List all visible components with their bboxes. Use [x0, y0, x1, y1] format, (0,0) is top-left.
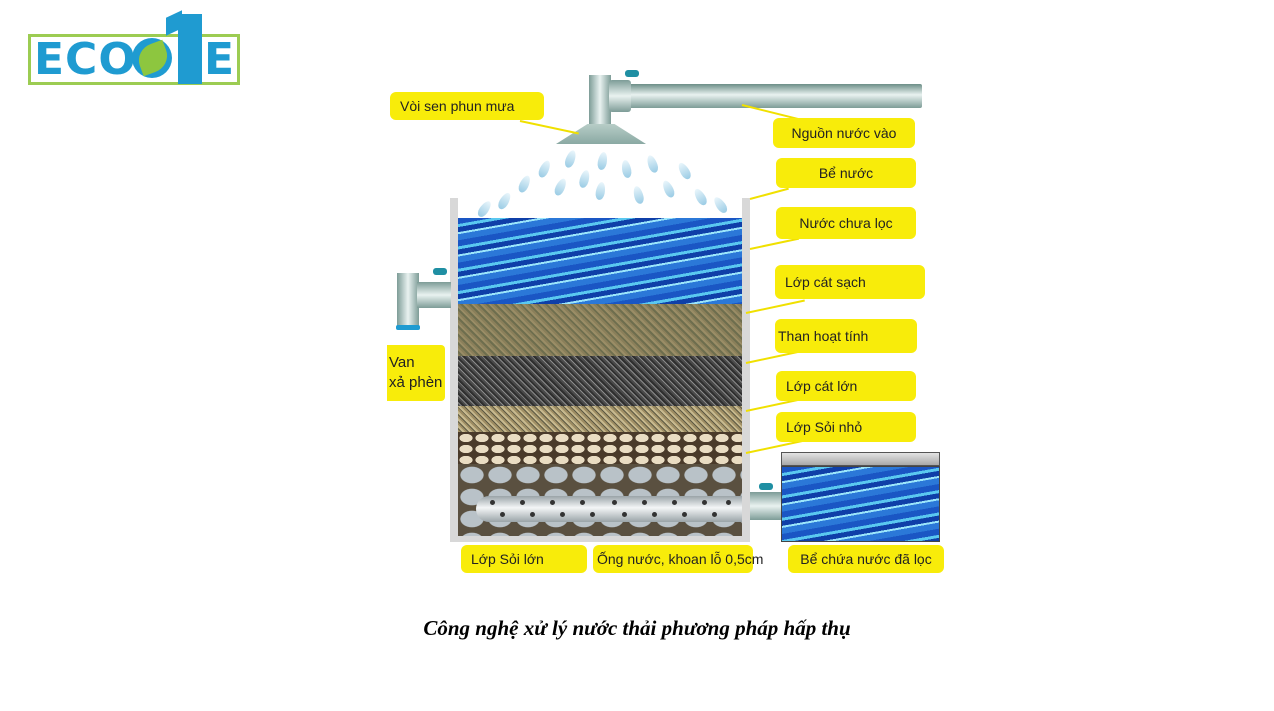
outlet-pipe [750, 492, 782, 520]
inlet-pipe [620, 84, 922, 108]
pipe-joint [609, 80, 631, 112]
unfiltered-water-layer [458, 218, 742, 304]
label-unfiltered-water: Nước chưa lọc [776, 207, 916, 239]
clean-sand-layer [458, 304, 742, 356]
label-tank: Bể nước [776, 158, 916, 188]
activated-carbon-layer [458, 356, 742, 406]
leader-line [519, 120, 579, 135]
leader-line [745, 299, 805, 314]
drain-pipe-connector [417, 282, 451, 308]
drain-pipe [397, 273, 419, 329]
label-drain-valve-line2: xả phèn [389, 374, 443, 391]
label-filtered-water-tank: Bể chứa nước đã lọc [788, 545, 944, 573]
tank-bottom [450, 536, 750, 542]
logo-frame [28, 34, 240, 85]
tank-wall-right [742, 198, 750, 542]
label-drain-valve-line1: Van [389, 354, 415, 371]
figure-caption: Công nghệ xử lý nước thải phương pháp hấ… [423, 616, 851, 640]
small-gravel-layer [458, 432, 742, 464]
outlet-valve-icon [759, 483, 773, 490]
filtered-tank-lid [781, 452, 940, 466]
drain-valve-icon [433, 268, 447, 275]
label-small-gravel: Lớp Sỏi nhỏ [776, 412, 916, 442]
inlet-valve-icon [625, 70, 639, 77]
label-water-inlet: Nguồn nước vào [773, 118, 915, 148]
logo-number-one [178, 14, 202, 84]
label-drain-valve: Van xả phèn [387, 345, 445, 401]
label-perforated-pipe: Ống nước, khoan lỗ 0,5cm [593, 545, 763, 573]
shower-pipe [589, 75, 611, 127]
label-large-gravel: Lớp Sỏi lớn [461, 545, 587, 573]
leader-line [749, 237, 800, 250]
logo-text-e: E [204, 34, 236, 85]
label-shower-head: Vòi sen phun mưa [390, 92, 544, 120]
label-activated-carbon: Than hoạt tính [775, 319, 917, 353]
label-coarse-sand: Lớp cát lớn [776, 371, 916, 401]
logo-text: ECO [34, 34, 137, 85]
leader-line [749, 187, 789, 200]
tank-wall-left [450, 198, 458, 542]
label-clean-sand: Lớp cát sạch [775, 265, 925, 299]
coarse-sand-layer [458, 406, 742, 432]
filtered-water-tank [781, 466, 940, 542]
drain-pipe-cap [396, 325, 420, 330]
shower-head [556, 124, 646, 144]
